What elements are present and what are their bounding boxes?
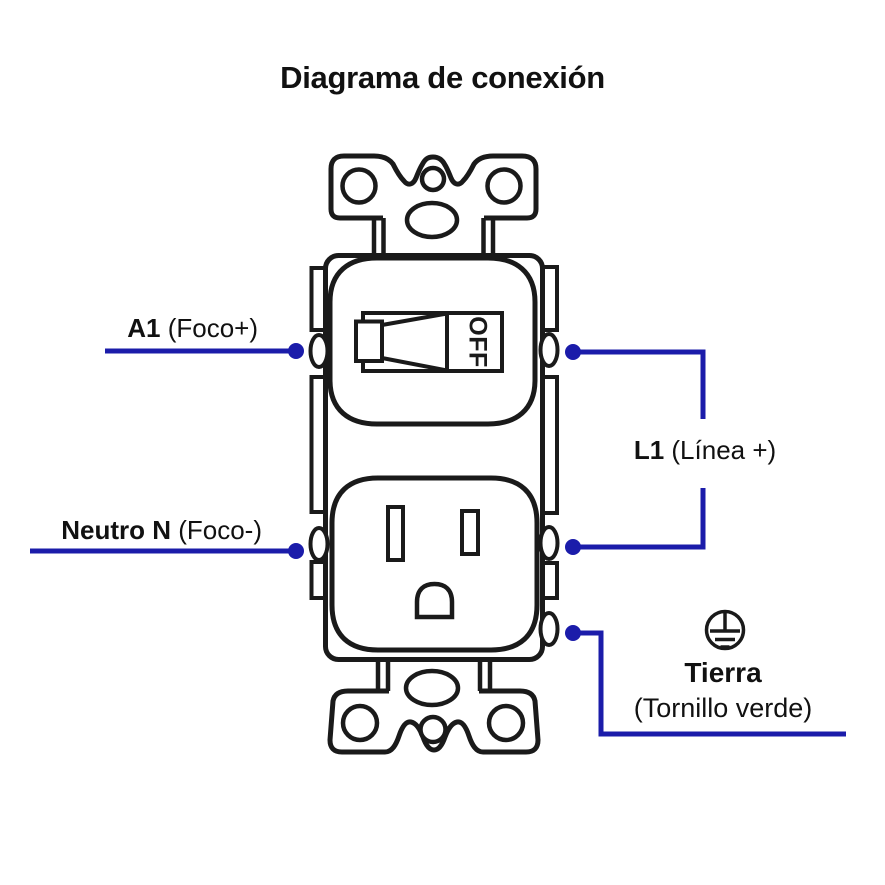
ground-slot [414,581,455,620]
label-l1-desc: (Línea +) [664,435,777,465]
label-a1: A1 (Foco+) [127,314,258,343]
strap-hole [419,165,447,193]
wire-l1-bottom [577,488,706,550]
strap-hole [340,703,380,743]
outlet-plate [329,475,540,653]
strap-hole [418,714,448,745]
wires [30,348,846,737]
terminal-screw-neutro [308,526,330,562]
terminal-dot-tierra [565,625,581,641]
strap-hole [485,167,523,205]
label-neutro: Neutro N (Foco-) [61,516,262,545]
bottom-mounting-strap [327,655,541,755]
hot-slot [460,509,480,556]
neutral-slot [386,505,405,562]
label-l1: L1 (Línea +) [634,436,776,465]
terminal-dot-a1 [288,343,304,359]
terminal-dot-l1-bottom [565,539,581,555]
terminal-screw-l1-top [538,332,560,368]
device-outline-group: OFF [308,153,560,755]
page-title: Diagrama de conexión [280,60,605,95]
terminal-dot-l1-top [565,344,581,360]
terminal-screw-a1 [308,333,330,369]
label-a1-desc: (Foco+) [160,313,258,343]
label-l1-term: L1 [633,435,665,465]
terminal-dots [288,343,581,641]
terminal-screw-l1-bottom [538,525,560,561]
label-tierra: Tierra [684,657,762,688]
switch-state-label: OFF [463,316,491,368]
terminal-screws [308,332,560,647]
strap-slot [403,668,461,708]
strap-slot [404,200,460,240]
toggle-lever-face [354,319,384,363]
label-tierra-sub: (Tornillo verde) [633,693,813,723]
strap-hole [340,167,378,205]
wire-l1-top [577,349,706,419]
strap-hole [486,703,526,743]
ground-icon [704,609,746,651]
top-mounting-strap [328,153,539,259]
switch-plate: OFF [327,255,538,427]
terminal-screw-tierra [538,611,560,647]
wire-tierra [577,630,846,737]
terminal-dot-neutro [288,543,304,559]
label-a1-term: A1 [127,313,161,343]
outlet-face [329,475,540,653]
label-neutro-term: Neutro N [61,515,171,545]
label-neutro-desc: (Foco-) [171,515,262,545]
